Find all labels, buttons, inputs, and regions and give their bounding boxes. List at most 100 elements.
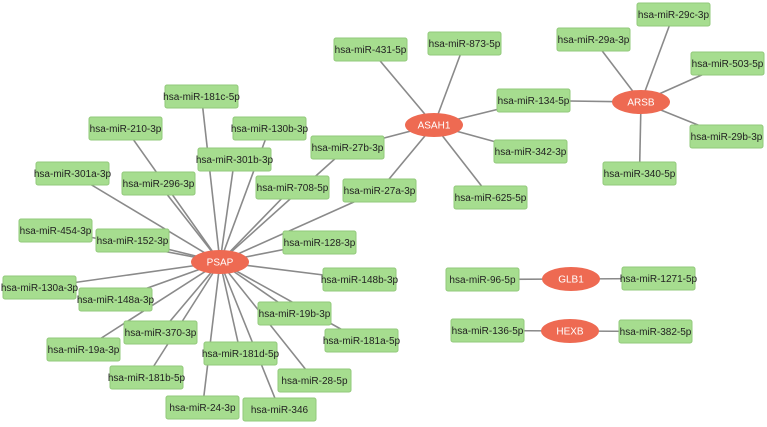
edge-asah1-m625_5p	[433, 124, 492, 198]
mirna-node-m503-5p[interactable]: hsa-miR-503-5p	[690, 51, 765, 76]
mirna-node-m301b-3p[interactable]: hsa-miR-301b-3p	[196, 147, 274, 172]
mirna-label: hsa-miR-181b-5p	[108, 373, 186, 384]
mirna-box	[242, 397, 317, 422]
gene-node-glb1[interactable]: GLB1	[542, 267, 600, 291]
mirna-label: hsa-miR-454-3p	[20, 226, 92, 237]
gene-label: HEXB	[556, 327, 584, 338]
mirna-node-m370-3p[interactable]: hsa-miR-370-3p	[123, 320, 198, 345]
gene-node-arsb[interactable]: ARSB	[612, 90, 670, 114]
edge-psap-m301a_3p	[72, 172, 221, 263]
gene-node-psap[interactable]: PSAP	[191, 250, 249, 274]
mirna-node-m708-5p[interactable]: hsa-miR-708-5p	[255, 175, 330, 200]
mirna-label: hsa-miR-1271-5p	[620, 274, 698, 285]
gene-ellipse	[405, 113, 463, 137]
mirna-node-m28-5p[interactable]: hsa-miR-28-5p	[277, 368, 352, 393]
mirna-node-m873-5p[interactable]: hsa-miR-873-5p	[427, 31, 502, 56]
mirna-box	[453, 185, 528, 210]
mirna-label: hsa-miR-130a-3p	[1, 283, 79, 294]
gene-node-asah1[interactable]: ASAH1	[405, 113, 463, 137]
mirna-box	[95, 228, 170, 253]
mirna-label: hsa-miR-370-3p	[125, 328, 197, 339]
mirna-node-m148b-3p[interactable]: hsa-miR-148b-3p	[321, 267, 399, 292]
mirna-box	[232, 116, 307, 141]
mirna-node-m181d-5p[interactable]: hsa-miR-181d-5p	[202, 341, 280, 366]
mirna-node-m454-3p[interactable]: hsa-miR-454-3p	[18, 218, 93, 243]
mirna-box	[496, 88, 571, 113]
mirna-node-m130a-3p[interactable]: hsa-miR-130a-3p	[1, 275, 79, 300]
mirna-box	[618, 319, 693, 344]
mirna-label: hsa-miR-181d-5p	[202, 349, 280, 360]
mirna-node-m96-5p[interactable]: hsa-miR-96-5p	[445, 267, 520, 292]
mirna-node-m382-5p[interactable]: hsa-miR-382-5p	[618, 319, 693, 344]
mirna-node-m29a-3p[interactable]: hsa-miR-29a-3p	[556, 27, 631, 52]
mirna-box	[322, 267, 397, 292]
mirna-node-m625-5p[interactable]: hsa-miR-625-5p	[453, 185, 528, 210]
mirna-label: hsa-miR-96-5p	[449, 275, 516, 286]
edge-psap-m24_3p	[201, 261, 221, 408]
mirna-label: hsa-miR-301a-3p	[34, 169, 112, 180]
edge-psap-m181c_5p	[200, 96, 221, 263]
mirna-node-m210-3p[interactable]: hsa-miR-210-3p	[88, 116, 163, 141]
mirna-node-m29b-3p[interactable]: hsa-miR-29b-3p	[689, 124, 764, 149]
gene-node-hexb[interactable]: HEXB	[541, 319, 599, 343]
mirna-node-m136-5p[interactable]: hsa-miR-136-5p	[450, 318, 525, 343]
mirna-label: hsa-miR-431-5p	[335, 45, 407, 56]
gene-label: ASAH1	[418, 121, 451, 132]
mirna-node-m342-3p[interactable]: hsa-miR-342-3p	[493, 139, 568, 164]
mirna-box	[255, 175, 330, 200]
mirna-node-m27b-3p[interactable]: hsa-miR-27b-3p	[310, 135, 385, 160]
mirna-node-m19b-3p[interactable]: hsa-miR-19b-3p	[257, 301, 332, 326]
mirna-node-m29c-3p[interactable]: hsa-miR-29c-3p	[636, 2, 711, 27]
mirna-node-m19a-3p[interactable]: hsa-miR-19a-3p	[46, 337, 121, 362]
mirna-box	[324, 328, 399, 353]
mirna-label: hsa-miR-148a-3p	[77, 295, 155, 306]
mirna-label: hsa-miR-134-5p	[498, 96, 570, 107]
mirna-box	[277, 368, 352, 393]
mirna-label: hsa-miR-152-3p	[97, 236, 169, 247]
mirna-node-m181c-5p[interactable]: hsa-miR-181c-5p	[163, 84, 240, 109]
mirna-label: hsa-miR-181c-5p	[163, 92, 240, 103]
mirna-box	[342, 178, 417, 203]
edge-psap-m301b_3p	[219, 159, 236, 263]
mirna-node-m431-5p[interactable]: hsa-miR-431-5p	[333, 37, 408, 62]
mirna-node-m24-3p[interactable]: hsa-miR-24-3p	[165, 395, 240, 420]
mirna-label: hsa-miR-382-5p	[620, 327, 692, 338]
mirna-box	[109, 365, 184, 390]
edge-psap-m346	[219, 261, 281, 410]
mirna-label: hsa-miR-19b-3p	[259, 309, 331, 320]
mirna-label: hsa-miR-28-5p	[281, 376, 348, 387]
mirna-label: hsa-miR-625-5p	[455, 193, 527, 204]
edge-psap-m181d_5p	[219, 261, 242, 354]
mirna-node-m296-3p[interactable]: hsa-miR-296-3p	[121, 171, 196, 196]
mirna-box	[46, 337, 121, 362]
mirna-box	[310, 135, 385, 160]
gene-ellipse	[542, 267, 600, 291]
mirna-box	[689, 124, 764, 149]
mirna-node-m128-3p[interactable]: hsa-miR-128-3p	[282, 230, 357, 255]
mirna-label: hsa-miR-128-3p	[284, 238, 356, 249]
mirna-label: hsa-miR-148b-3p	[321, 275, 399, 286]
mirna-node-m130b-3p[interactable]: hsa-miR-130b-3p	[231, 116, 309, 141]
edge-asah1-m431_5p	[369, 48, 435, 126]
mirna-node-m148a-3p[interactable]: hsa-miR-148a-3p	[77, 287, 155, 312]
mirna-box	[450, 318, 525, 343]
mirna-node-m346[interactable]: hsa-miR-346	[242, 397, 317, 422]
mirna-node-m152-3p[interactable]: hsa-miR-152-3p	[95, 228, 170, 253]
mirna-node-m181b-5p[interactable]: hsa-miR-181b-5p	[108, 365, 186, 390]
mirna-label: hsa-miR-210-3p	[90, 124, 162, 135]
gene-ellipse	[541, 319, 599, 343]
mirna-node-m181a-5p[interactable]: hsa-miR-181a-5p	[323, 328, 401, 353]
mirna-node-m301a-3p[interactable]: hsa-miR-301a-3p	[34, 161, 112, 186]
mirna-node-m340-5p[interactable]: hsa-miR-340-5p	[602, 161, 677, 186]
mirna-label: hsa-miR-136-5p	[452, 326, 524, 337]
mirna-box	[121, 171, 196, 196]
mirna-node-m27a-3p[interactable]: hsa-miR-27a-3p	[342, 178, 417, 203]
edge-psap-m181a_5p	[219, 261, 362, 342]
mirna-label: hsa-miR-130b-3p	[231, 124, 309, 135]
edge-psap-m181b_5p	[145, 261, 221, 378]
mirna-label: hsa-miR-27b-3p	[312, 143, 384, 154]
mirna-label: hsa-miR-29b-3p	[691, 132, 763, 143]
mirna-node-m1271-5p[interactable]: hsa-miR-1271-5p	[620, 266, 698, 291]
mirna-node-m134-5p[interactable]: hsa-miR-134-5p	[496, 88, 571, 113]
